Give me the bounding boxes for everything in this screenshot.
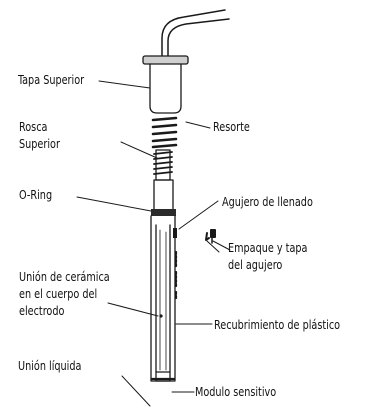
label-fill-hole: Agujero de llenado xyxy=(222,194,313,209)
upper-body-drawing xyxy=(153,179,174,211)
label-sensing-module: Modulo sensitivo xyxy=(195,384,277,399)
electrode-tube-drawing xyxy=(150,215,176,382)
leader-lines xyxy=(76,80,231,407)
spring-drawing xyxy=(151,116,178,149)
label-ceramic-junction: Unión de cerámica en el cuerpo del elect… xyxy=(19,269,110,318)
sensing-module-drawing xyxy=(150,371,176,382)
gasket-cap-parts xyxy=(205,229,216,244)
cable xyxy=(161,9,230,57)
ceramic-junction-dot xyxy=(159,314,163,318)
label-o-ring: O-Ring xyxy=(19,187,53,202)
upper-thread-drawing xyxy=(153,149,173,181)
label-spring: Resorte xyxy=(213,119,250,134)
top-cap-drawing xyxy=(142,55,189,114)
o-ring-drawing xyxy=(151,209,176,216)
label-liquid-junction: Unión líquida xyxy=(18,358,82,373)
label-top-cap: Tapa Superior xyxy=(18,72,85,87)
label-plastic-coating: Recubrimiento de plástico xyxy=(214,317,341,332)
label-hole-gasket-cap: Empaque y tapa del agujero xyxy=(228,240,308,272)
fill-hole-drawing xyxy=(173,228,177,238)
label-upper-thread: Rosca Superior xyxy=(19,119,60,151)
